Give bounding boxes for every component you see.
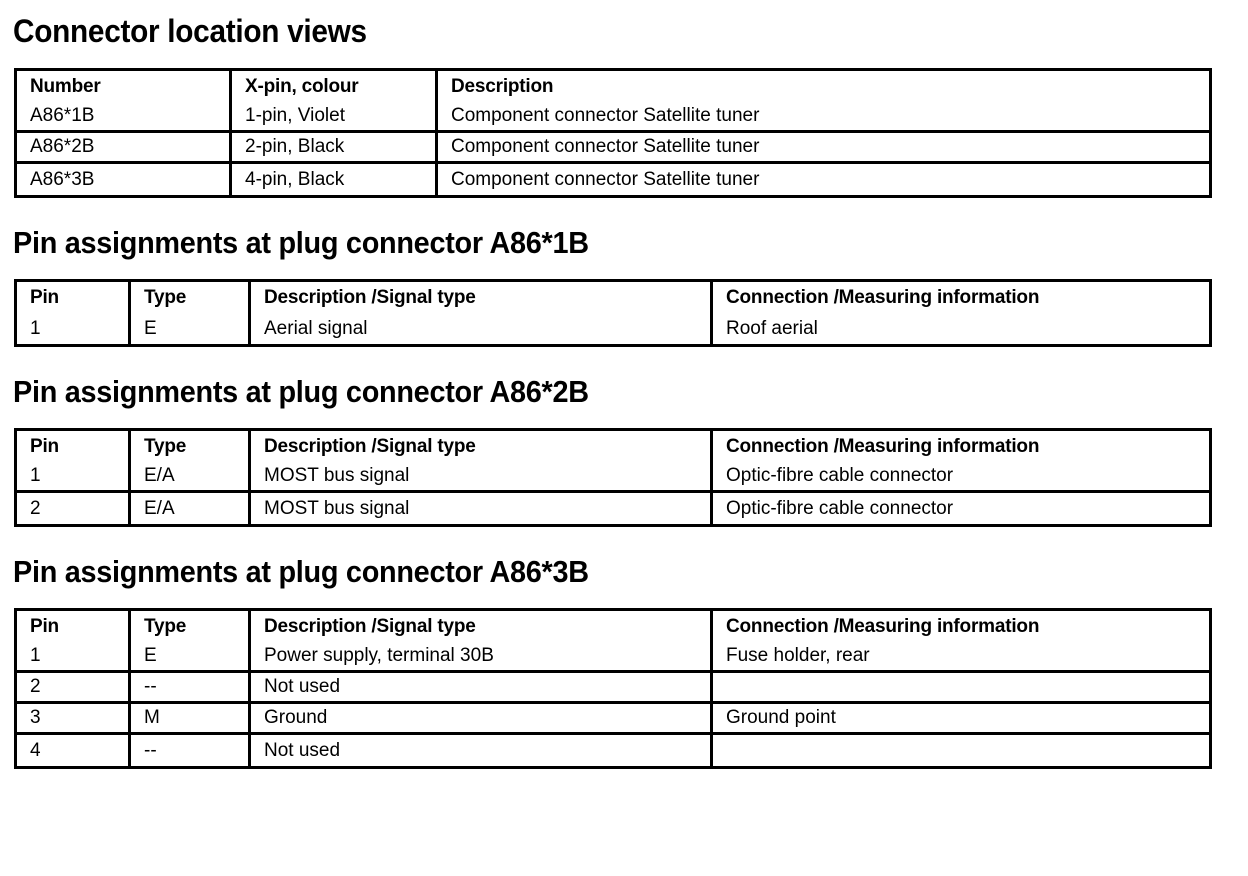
column-header-type: Type [131,282,251,313]
column-header-number: Number [17,71,232,102]
table-row: 3 M Ground Ground point [17,704,1209,735]
cell-connection [713,735,1209,766]
table-row: 2 -- Not used [17,673,1209,704]
table-row: A86*2B 2-pin, Black Component connector … [17,133,1209,164]
table-body: 1 E Aerial signal Roof aerial [17,313,1209,344]
column-header-type: Type [131,611,251,642]
cell-type: -- [131,673,251,704]
table-row: A86*3B 4-pin, Black Component connector … [17,164,1209,195]
cell-pin: 2 [17,673,131,704]
cell-pin: 4 [17,735,131,766]
section-heading-a86-2b: Pin assignments at plug connector A86*2B [13,374,589,409]
cell-description: Component connector Satellite tuner [438,133,1209,164]
cell-description: Power supply, terminal 30B [251,642,713,673]
connector-location-table-wrap: Number X-pin, colour Description A86*1B … [0,68,1248,198]
column-header-xpin-colour: X-pin, colour [232,71,438,102]
table-header: Pin Type Description /Signal type Connec… [17,611,1209,642]
table-header: Pin Type Description /Signal type Connec… [17,431,1209,462]
table-body: A86*1B 1-pin, Violet Component connector… [17,102,1209,195]
cell-type: -- [131,735,251,766]
cell-type: E/A [131,462,251,493]
cell-description: MOST bus signal [251,462,713,493]
table-row: 2 E/A MOST bus signal Optic-fibre cable … [17,493,1209,524]
column-header-pin: Pin [17,431,131,462]
cell-pin: 1 [17,642,131,673]
cell-description: Not used [251,673,713,704]
cell-description: Component connector Satellite tuner [451,168,760,190]
pin-assignments-table-a86-3b: Pin Type Description /Signal type Connec… [14,608,1212,769]
pin-assignments-table-a86-1b: Pin Type Description /Signal type Connec… [14,279,1212,347]
table-body: 1 E Power supply, terminal 30B Fuse hold… [17,642,1209,766]
cell-type: M [131,704,251,735]
section-spacer [0,198,1248,226]
cell-connection: Optic-fibre cable connector [726,497,954,519]
column-header-connection-measuring-information: Connection /Measuring information [726,435,1040,457]
column-header-description: Description [451,75,554,97]
cell-description: Aerial signal [251,313,713,344]
cell-connection: Fuse holder, rear [713,642,1209,673]
cell-xpin-colour: 2-pin, Black [232,133,438,164]
cell-connection: Roof aerial [726,317,818,339]
section-heading-a86-3b: Pin assignments at plug connector A86*3B [13,554,589,589]
column-header-description-signal-type: Description /Signal type [251,431,713,462]
cell-pin: 2 [17,493,131,524]
cell-type: E [131,642,251,673]
cell-description: Ground [251,704,713,735]
pin-table-a86-1b-wrap: Pin Type Description /Signal type Connec… [0,279,1248,347]
cell-number: A86*3B [17,164,232,195]
pin-assignments-table-a86-2b: Pin Type Description /Signal type Connec… [14,428,1212,527]
column-header-description-signal-type: Description /Signal type [251,282,713,313]
section-spacer [0,527,1248,555]
cell-xpin-colour: 4-pin, Black [232,164,438,195]
cell-xpin-colour: 1-pin, Violet [232,102,438,133]
table-body: 1 E/A MOST bus signal Optic-fibre cable … [17,462,1209,524]
section-spacer [0,347,1248,375]
column-header-type: Type [131,431,251,462]
cell-number: A86*2B [17,133,232,164]
heading-spacer [0,409,1248,428]
cell-pin: 1 [17,313,131,344]
column-header-pin: Pin [17,611,131,642]
table-row: 1 E Power supply, terminal 30B Fuse hold… [17,642,1209,673]
heading-spacer [0,260,1248,279]
heading-spacer [0,589,1248,608]
cell-description: MOST bus signal [251,493,713,524]
column-header-connection-measuring-information: Connection /Measuring information [726,615,1040,637]
cell-type: E/A [131,493,251,524]
cell-number: A86*1B [17,102,232,133]
cell-connection: Ground point [713,704,1209,735]
cell-pin: 3 [17,704,131,735]
table-header: Pin Type Description /Signal type Connec… [17,282,1209,313]
column-header-pin: Pin [17,282,131,313]
cell-description: Not used [251,735,713,766]
cell-pin: 1 [17,462,131,493]
table-header-row: Pin Type Description /Signal type Connec… [17,282,1209,313]
table-row: A86*1B 1-pin, Violet Component connector… [17,102,1209,133]
cell-connection: Optic-fibre cable connector [713,462,1209,493]
column-header-description-signal-type: Description /Signal type [251,611,713,642]
cell-connection [713,673,1209,704]
section-heading-a86-1b: Pin assignments at plug connector A86*1B [13,225,589,260]
table-header-row: Pin Type Description /Signal type Connec… [17,431,1209,462]
table-row: 1 E/A MOST bus signal Optic-fibre cable … [17,462,1209,493]
page-title: Connector location views [13,13,367,49]
cell-type: E [131,313,251,344]
table-header-row: Pin Type Description /Signal type Connec… [17,611,1209,642]
title-spacer [0,48,1248,68]
cell-description: Component connector Satellite tuner [438,102,1209,133]
table-row: 4 -- Not used [17,735,1209,766]
pin-table-a86-3b-wrap: Pin Type Description /Signal type Connec… [0,608,1248,769]
table-row: 1 E Aerial signal Roof aerial [17,313,1209,344]
connector-location-table: Number X-pin, colour Description A86*1B … [14,68,1212,198]
column-header-connection-measuring-information: Connection /Measuring information [726,286,1040,308]
table-header: Number X-pin, colour Description [17,71,1209,102]
pin-table-a86-2b-wrap: Pin Type Description /Signal type Connec… [0,428,1248,527]
table-header-row: Number X-pin, colour Description [17,71,1209,102]
top-spacer [0,0,1248,14]
